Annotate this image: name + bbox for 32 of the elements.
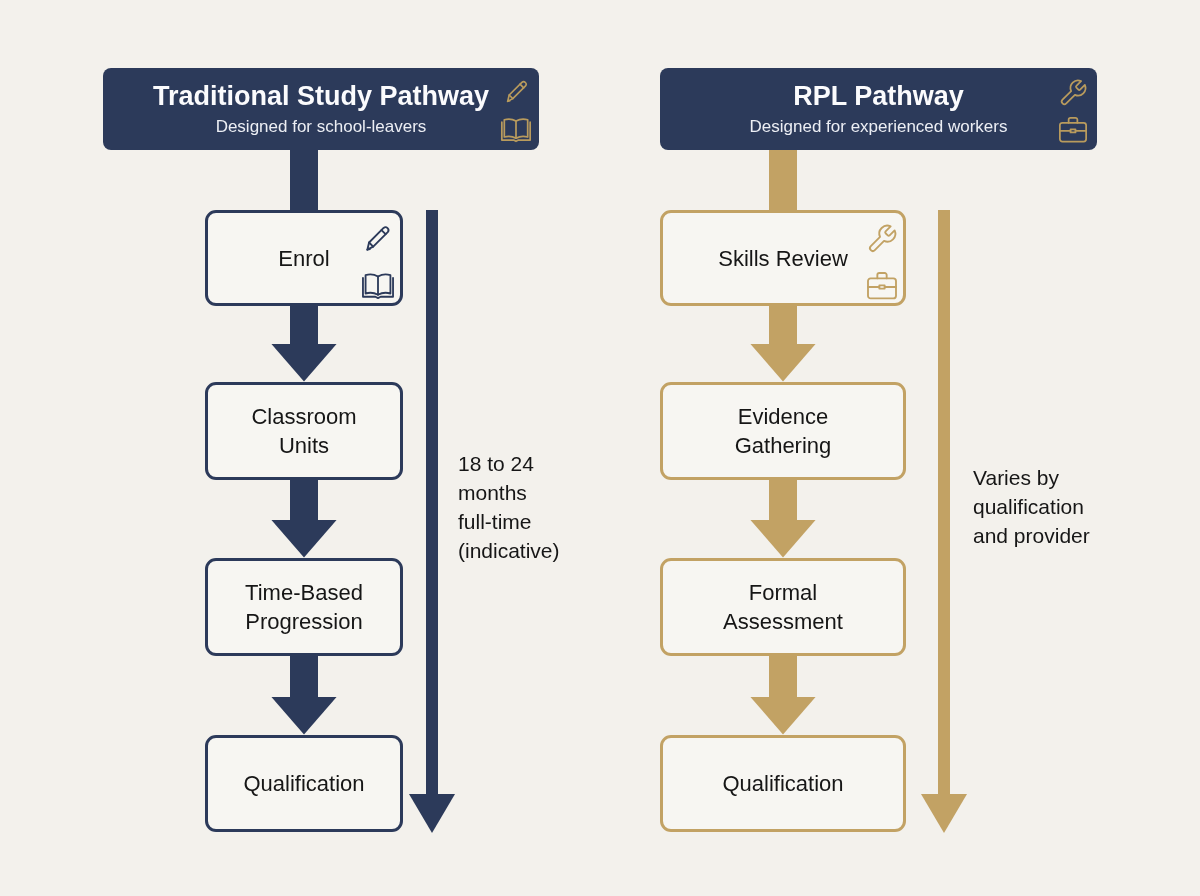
step-label: Formal Assessment: [722, 579, 844, 636]
step-box: [205, 210, 403, 306]
pathway-title: RPL Pathway: [793, 80, 964, 112]
connector-bar: [290, 150, 318, 210]
step-label: Classroom Units: [250, 403, 358, 460]
header-banner: [103, 68, 539, 150]
step-label: Enrol: [278, 244, 330, 273]
duration-note: Varies by qualification and provider: [973, 465, 1091, 549]
step-label: Skills Review: [718, 244, 848, 273]
header-banner: [660, 68, 1097, 150]
flow-arrow: [271, 656, 337, 735]
flow-arrow: [750, 656, 816, 735]
step-box: [205, 735, 403, 832]
flow-arrow: [750, 480, 816, 558]
pathway-subtitle: Designed for school-leavers: [215, 116, 427, 138]
step-label: Time-Based Progression: [244, 579, 364, 636]
step-box: [205, 558, 403, 656]
step-label: Evidence Gathering: [733, 403, 833, 460]
step-box: [660, 210, 906, 306]
flow-arrow: [271, 306, 337, 382]
step-box: [660, 382, 906, 480]
step-label: Qualification: [722, 770, 844, 798]
pathway-subtitle: Designed for experienced workers: [749, 116, 1008, 138]
pathway-title: Traditional Study Pathway: [152, 80, 490, 112]
connector-bar: [769, 150, 797, 210]
duration-note: 18 to 24 months full-time (indicative): [458, 451, 561, 564]
flow-arrow: [271, 480, 337, 558]
flow-arrow: [750, 306, 816, 382]
step-box: [660, 735, 906, 832]
step-label: Qualification: [243, 770, 365, 798]
step-box: [205, 382, 403, 480]
step-box: [660, 558, 906, 656]
